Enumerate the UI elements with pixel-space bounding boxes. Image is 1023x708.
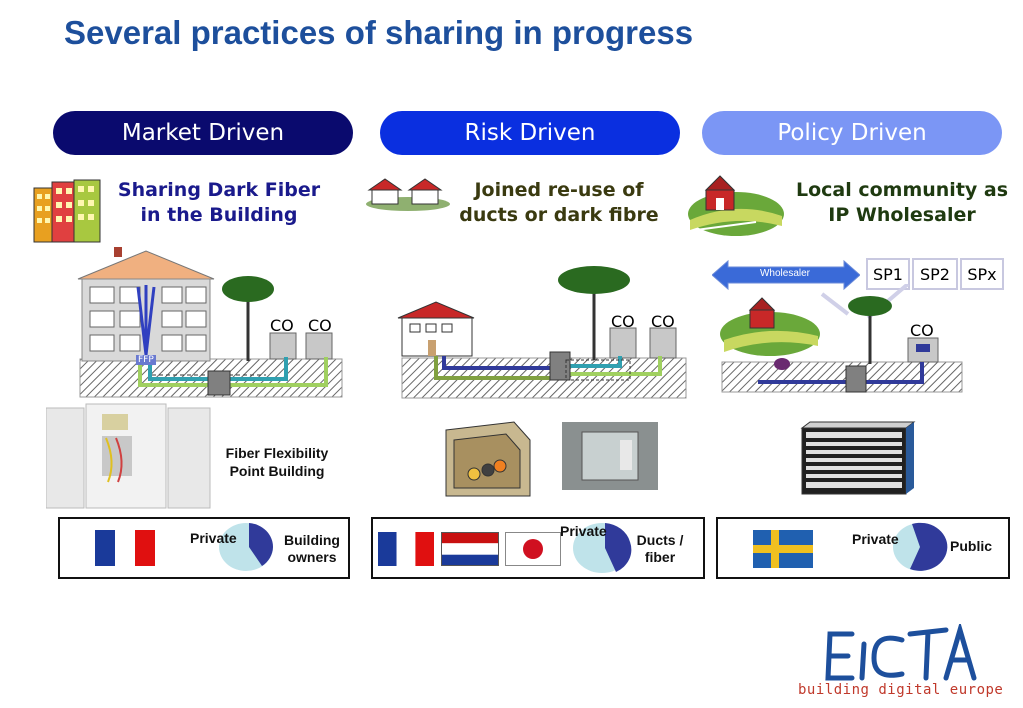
subtitle-risk-line2: ducts or dark fibre xyxy=(459,204,659,226)
farm-icon xyxy=(688,175,784,236)
risk-scene xyxy=(397,266,687,399)
buildings-icon xyxy=(33,179,101,243)
fiber-flexibility-line1: Fiber Flexibility xyxy=(225,445,329,461)
flag-france-icon xyxy=(378,532,434,566)
co-label-market-2: CO xyxy=(308,316,332,335)
wholesaler-label: Wholesaler xyxy=(759,268,811,279)
fiber-flexibility-line2: Point Building xyxy=(229,463,325,479)
header-risk-driven: Risk Driven xyxy=(380,111,680,155)
flag-netherlands-icon xyxy=(441,532,499,566)
pie-market xyxy=(219,523,274,571)
fiber-flexibility-label: Fiber Flexibility Point Building xyxy=(216,444,338,480)
legend-risk-owner-line2: fiber xyxy=(644,549,676,565)
header-market-driven: Market Driven xyxy=(53,111,353,155)
pie-policy xyxy=(893,522,948,571)
market-scene xyxy=(77,247,343,398)
houses-icon xyxy=(366,178,450,211)
sp2-box: SP2 xyxy=(912,258,958,290)
co-label-risk-1: CO xyxy=(611,312,635,331)
ffp-label: FFP xyxy=(136,355,156,365)
legend-market-owner: Building owners xyxy=(278,532,346,566)
subtitle-risk: Joined re-use of ducts or dark fibre xyxy=(448,178,670,228)
co-label-market-1: CO xyxy=(270,316,294,335)
wholesaler-arrow xyxy=(712,259,860,291)
legend-market-owner-line2: owners xyxy=(287,549,337,565)
fiber-cabinet-image xyxy=(46,403,211,509)
subtitle-market: Sharing Dark Fiber in the Building xyxy=(105,178,333,228)
logo-tagline: building digital europe xyxy=(798,682,1004,698)
subtitle-policy: Local community as IP Wholesaler xyxy=(788,178,1016,228)
manhole-image xyxy=(562,422,658,490)
legend-policy-public: Public xyxy=(950,538,993,554)
legend-market-owner-line1: Building xyxy=(284,532,340,548)
subtitle-market-line2: in the Building xyxy=(140,204,298,226)
spx-box: SPx xyxy=(960,258,1004,290)
flag-japan-icon xyxy=(505,532,561,566)
subtitle-market-line1: Sharing Dark Fiber xyxy=(117,179,321,201)
flag-france-icon xyxy=(95,530,155,566)
legend-risk-owner-line1: Ducts / xyxy=(636,532,684,548)
router-rack-image xyxy=(800,421,916,495)
header-policy-driven: Policy Driven xyxy=(702,111,1002,155)
pie-risk xyxy=(573,523,632,573)
subtitle-risk-line1: Joined re-use of xyxy=(474,179,644,201)
legend-risk-owner: Ducts / fiber xyxy=(628,532,692,566)
eicta-logo xyxy=(825,624,977,681)
page-title: Several practices of sharing in progress xyxy=(64,14,694,51)
subtitle-policy-line1: Local community as xyxy=(795,179,1009,201)
flag-sweden-icon xyxy=(753,530,813,568)
legend-market-private: Private xyxy=(190,530,237,546)
subtitle-policy-line2: IP Wholesaler xyxy=(828,204,976,226)
legend-policy-private: Private xyxy=(852,531,899,547)
co-label-policy: CO xyxy=(910,321,934,340)
sp1-box: SP1 xyxy=(866,258,910,290)
duct-cutaway-image xyxy=(445,421,531,497)
co-label-risk-2: CO xyxy=(651,312,675,331)
policy-scene xyxy=(720,284,963,393)
legend-risk-private: Private xyxy=(560,523,607,539)
